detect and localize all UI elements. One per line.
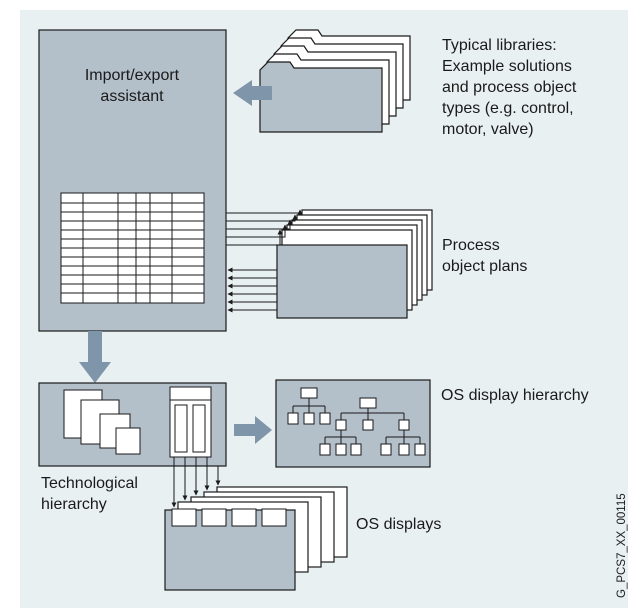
- library-folders-icon: [259, 29, 411, 133]
- os-displays-label: OS displays: [356, 516, 441, 533]
- arrow-libraries-to-assistant: [233, 80, 272, 106]
- libraries-label: Typical libraries: Example solutions and…: [442, 37, 577, 138]
- assistant-title-line2: assistant: [100, 88, 164, 105]
- process-object-plans-stack: [276, 209, 433, 319]
- arrow-to-os-display-hierarchy: [234, 416, 272, 444]
- assistant-table-icon: [60, 192, 205, 304]
- os-display-hierarchy-box: [275, 379, 431, 468]
- os-display-hierarchy-label: OS display hierarchy: [441, 387, 589, 404]
- plans-label: Process object plans: [442, 237, 527, 275]
- plan-connector-arrows: [226, 209, 303, 313]
- svg-text:Example solutions: Example solutions: [442, 58, 572, 75]
- figure-id: G_PCS7_XX_00115: [616, 493, 628, 598]
- os-displays-stack: [164, 486, 348, 591]
- svg-text:and process object: and process object: [442, 79, 577, 96]
- svg-text:hierarchy: hierarchy: [41, 496, 107, 513]
- tech-hierarchy-label: Technological hierarchy: [41, 475, 138, 513]
- arrow-assistant-to-tech-hierarchy: [79, 331, 111, 383]
- svg-text:Typical libraries:: Typical libraries:: [442, 37, 557, 54]
- svg-text:Process: Process: [442, 237, 500, 254]
- svg-text:motor, valve): motor, valve): [442, 121, 534, 138]
- svg-text:types (e.g. control,: types (e.g. control,: [442, 100, 574, 117]
- svg-text:Technological: Technological: [41, 475, 138, 492]
- svg-text:object plans: object plans: [442, 258, 527, 275]
- technological-hierarchy-box: [38, 382, 227, 467]
- import-export-assistant: Import/export assistant: [38, 29, 227, 332]
- os-displays-connector-arrows: [171, 457, 221, 508]
- assistant-title-line1: Import/export: [85, 67, 180, 84]
